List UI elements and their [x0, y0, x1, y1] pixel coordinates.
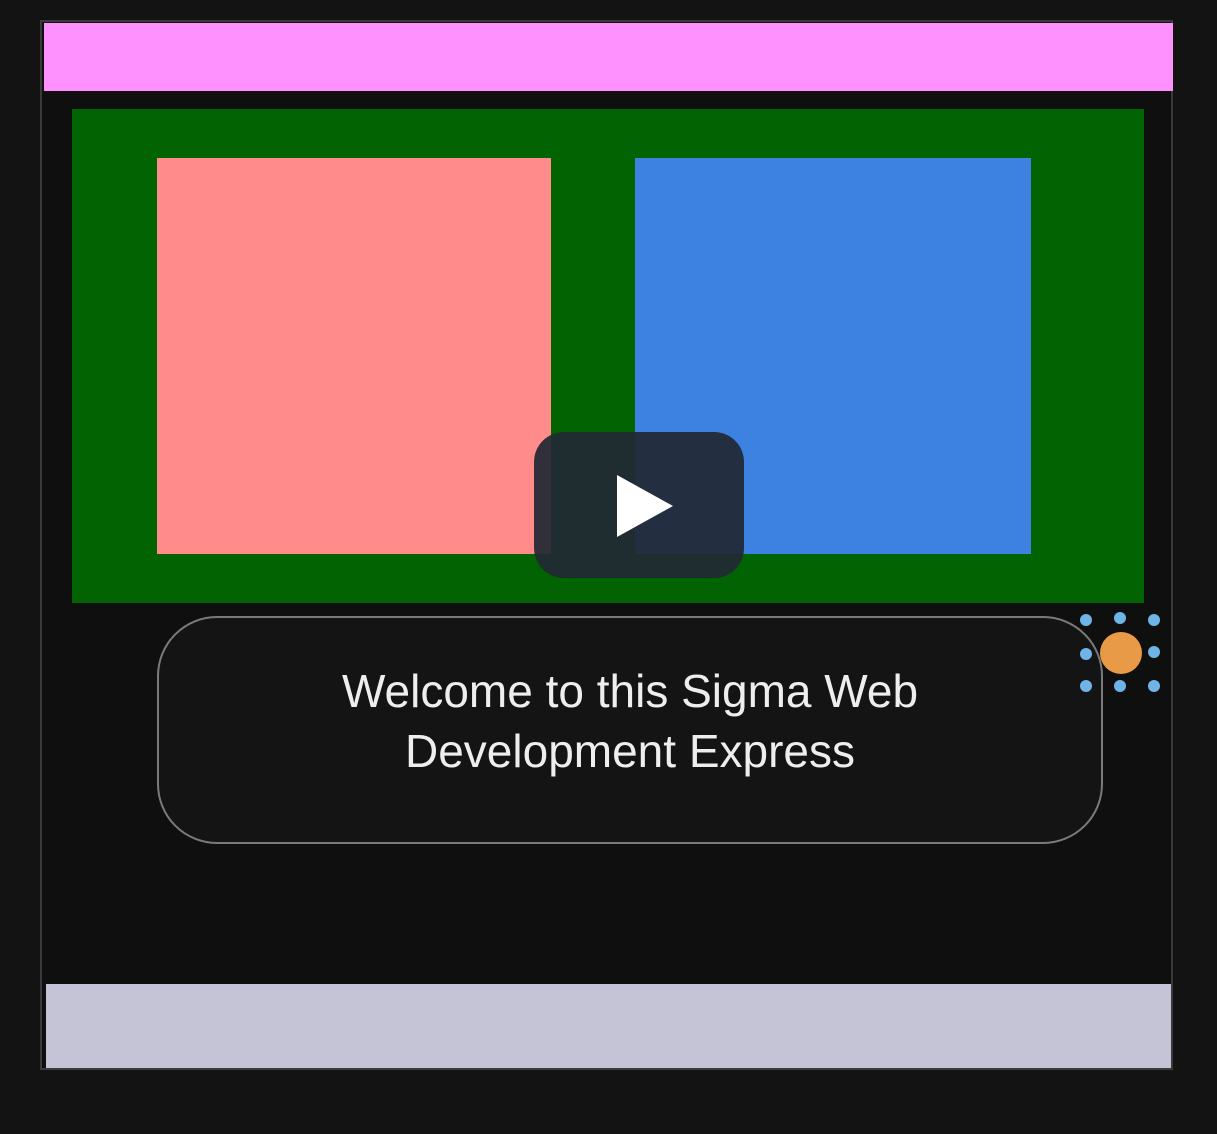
- handle-dot: [1080, 648, 1092, 660]
- welcome-message-box: Welcome to this Sigma Web Development Ex…: [157, 616, 1103, 844]
- pink-box: [157, 158, 551, 554]
- handle-dot: [1148, 680, 1160, 692]
- welcome-line-1: Welcome to this Sigma Web: [341, 665, 919, 717]
- header-bar: [44, 23, 1173, 91]
- play-icon[interactable]: [617, 475, 673, 537]
- handle-dot: [1148, 614, 1160, 626]
- selection-handle-icon[interactable]: [1080, 610, 1164, 694]
- handle-dot: [1114, 680, 1126, 692]
- footer-bar: [46, 984, 1171, 1068]
- handle-dot: [1080, 614, 1092, 626]
- handle-dot: [1114, 612, 1126, 624]
- handle-dot: [1148, 646, 1160, 658]
- handle-dot: [1080, 680, 1092, 692]
- handle-center: [1100, 632, 1142, 674]
- welcome-message-text: Welcome to this Sigma Web Development Ex…: [280, 661, 980, 781]
- welcome-line-2: Development Express: [405, 725, 855, 777]
